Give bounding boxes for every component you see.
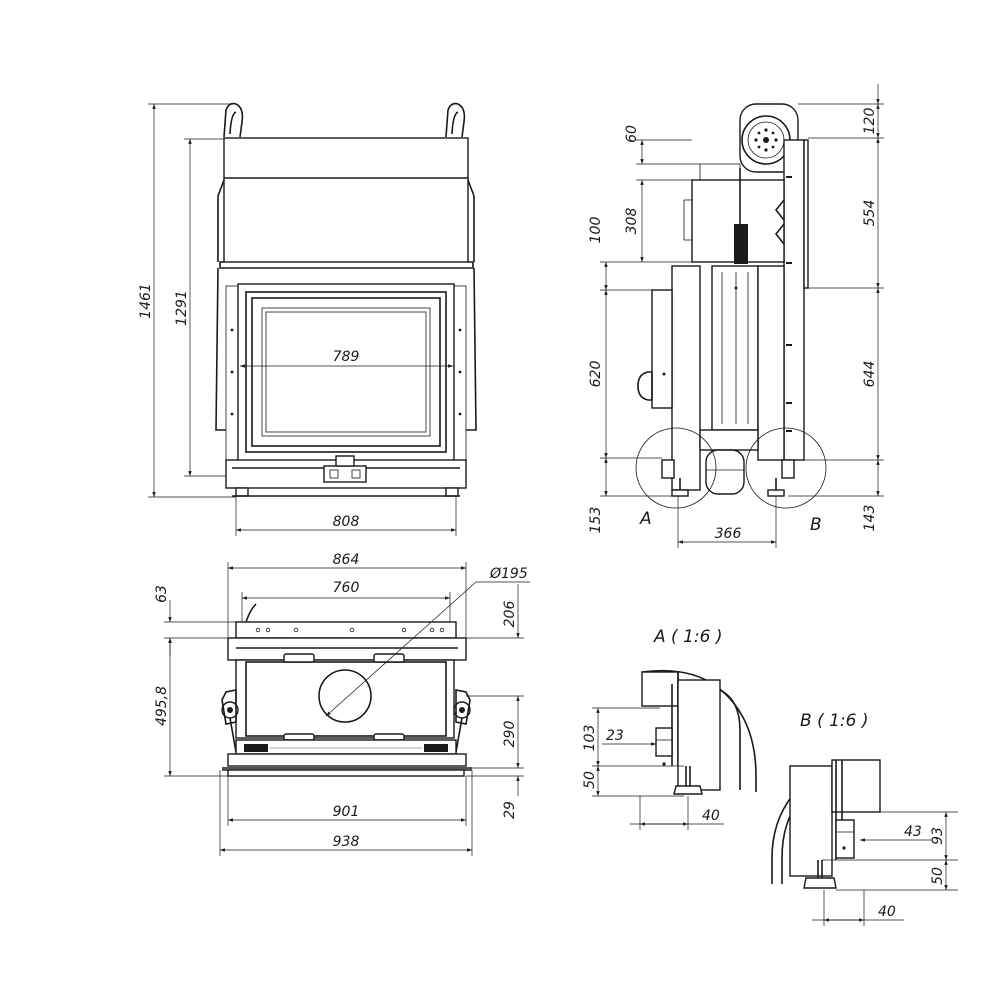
side-air-intake xyxy=(705,449,745,495)
dim-height-1461: 1461 xyxy=(138,283,154,319)
dim-side-554: 554 xyxy=(862,200,878,227)
side-door-pillar xyxy=(671,265,701,491)
detail-b-marker: B xyxy=(810,515,822,535)
dim-top-63: 63 xyxy=(154,585,170,603)
dim-side-100: 100 xyxy=(588,217,604,244)
detail-b-circle xyxy=(745,427,827,509)
dim-side-60: 60 xyxy=(624,125,640,143)
side-actuator xyxy=(734,224,748,264)
dim-a-103: 103 xyxy=(582,725,598,752)
front-door-frame xyxy=(237,283,455,463)
dim-top-29: 29 xyxy=(502,801,518,819)
dim-a-40: 40 xyxy=(702,808,720,824)
dim-width-938: 938 xyxy=(333,834,360,850)
dim-height-1291: 1291 xyxy=(174,290,190,326)
dim-top-290: 290 xyxy=(502,721,518,748)
dim-side-308: 308 xyxy=(624,208,640,235)
dim-side-644: 644 xyxy=(862,361,878,388)
dim-b-93: 93 xyxy=(930,827,946,845)
side-rear-column xyxy=(783,139,805,461)
detail-b-foot xyxy=(803,877,837,889)
dim-b-43: 43 xyxy=(904,824,922,840)
detail-a-marker: A xyxy=(639,509,652,529)
top-back-plate xyxy=(235,621,457,639)
dim-side-153: 153 xyxy=(588,507,604,534)
detail-b-title: B ( 1:6 ) xyxy=(800,711,869,731)
side-door xyxy=(651,289,673,409)
dim-side-620: 620 xyxy=(588,361,604,388)
front-lifting-hooks xyxy=(223,102,466,138)
detail-a-foot xyxy=(673,785,703,795)
dim-top-206: 206 xyxy=(502,601,518,628)
detail-b-leveler-block xyxy=(835,819,855,859)
dim-b-40: 40 xyxy=(878,904,896,920)
dim-a-23: 23 xyxy=(606,728,624,744)
side-view: A B 60 308 100 620 153 120 554 644 143 xyxy=(588,84,884,548)
top-flue-outlet xyxy=(318,669,372,723)
dim-inner-width-760: 760 xyxy=(333,580,360,596)
front-view: 1461 1291 789 808 xyxy=(138,102,477,536)
dim-outer-width-864: 864 xyxy=(333,552,360,568)
dim-top-495-8: 495,8 xyxy=(154,686,170,726)
side-firebox xyxy=(711,265,759,431)
detail-a: A ( 1:6 ) 103 50 23 40 xyxy=(582,627,757,830)
top-view: 864 760 Ø195 63 495,8 206 290 29 90 xyxy=(154,552,530,856)
detail-a-leveler-block xyxy=(655,727,673,757)
dim-side-120: 120 xyxy=(862,108,878,135)
dim-a-50: 50 xyxy=(582,771,598,789)
detail-a-circle xyxy=(635,427,717,509)
front-glass-panel xyxy=(251,297,441,447)
side-door-handle xyxy=(637,371,653,401)
dim-b-50: 50 xyxy=(930,867,946,885)
detail-b: B ( 1:6 ) 93 50 43 40 xyxy=(771,711,958,926)
dim-width-901: 901 xyxy=(333,804,360,820)
dim-glass-width-789: 789 xyxy=(333,349,360,365)
dim-base-width-808: 808 xyxy=(333,514,360,530)
detail-a-title: A ( 1:6 ) xyxy=(653,627,722,647)
dim-flue-diameter-195: Ø195 xyxy=(489,566,528,582)
dim-side-143: 143 xyxy=(862,505,878,532)
dim-feet-spacing-366: 366 xyxy=(715,526,742,542)
front-top-hood xyxy=(223,137,469,263)
